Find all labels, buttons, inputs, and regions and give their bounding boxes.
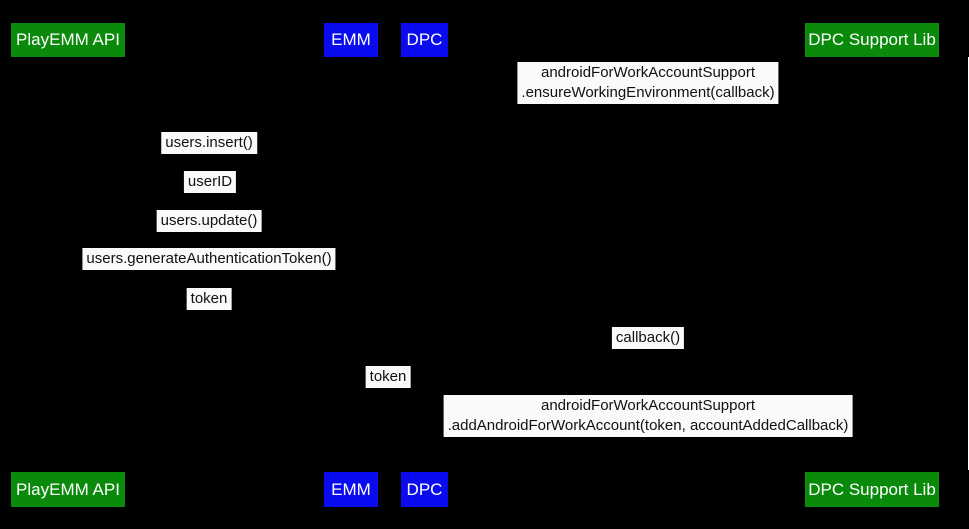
message-token-to-emm: token — [186, 288, 232, 310]
message-line: token — [369, 368, 407, 385]
participant-bottom-dpc-support-lib: DPC Support Lib — [805, 472, 939, 507]
message-generate-authentication-token: users.generateAuthenticationToken() — [82, 248, 336, 270]
participant-label: DPC Support Lib — [808, 30, 936, 49]
participant-top-emm: EMM — [324, 23, 378, 57]
message-add-android-for-work-account: androidForWorkAccountSupport .addAndroid… — [443, 395, 853, 437]
participant-label: EMM — [331, 479, 371, 499]
participant-top-dpc: DPC — [401, 23, 448, 57]
message-line: .addAndroidForWorkAccount(token, account… — [447, 417, 849, 434]
participant-bottom-playemm-api: PlayEMM API — [11, 472, 125, 507]
participant-top-dpc-support-lib: DPC Support Lib — [805, 23, 939, 57]
participant-label: DPC — [406, 479, 443, 499]
message-line: users.generateAuthenticationToken() — [86, 250, 332, 267]
participant-label: DPC — [406, 30, 443, 49]
message-users-update: users.update() — [156, 210, 262, 232]
participant-label: PlayEMM API — [16, 479, 120, 499]
message-line: .ensureWorkingEnvironment(callback) — [521, 84, 775, 101]
message-callback: callback() — [611, 327, 685, 349]
message-line: users.update() — [160, 212, 258, 229]
message-line: androidForWorkAccountSupport — [540, 64, 755, 81]
participant-label: PlayEMM API — [16, 30, 120, 49]
participant-bottom-dpc: DPC — [401, 472, 448, 507]
participant-top-playemm-api: PlayEMM API — [11, 23, 125, 57]
message-userid: userID — [183, 171, 237, 193]
participant-label: DPC Support Lib — [808, 479, 936, 499]
message-ensure-working-environment: androidForWorkAccountSupport .ensureWork… — [517, 62, 779, 104]
participant-bottom-emm: EMM — [324, 472, 378, 507]
message-token-to-dpc: token — [365, 366, 411, 388]
message-line: token — [190, 290, 228, 307]
message-users-insert: users.insert() — [161, 132, 257, 154]
message-line: androidForWorkAccountSupport — [541, 397, 755, 414]
message-line: users.insert() — [165, 134, 253, 151]
message-line: callback() — [615, 329, 681, 346]
message-line: userID — [187, 173, 233, 190]
participant-label: EMM — [331, 30, 371, 49]
